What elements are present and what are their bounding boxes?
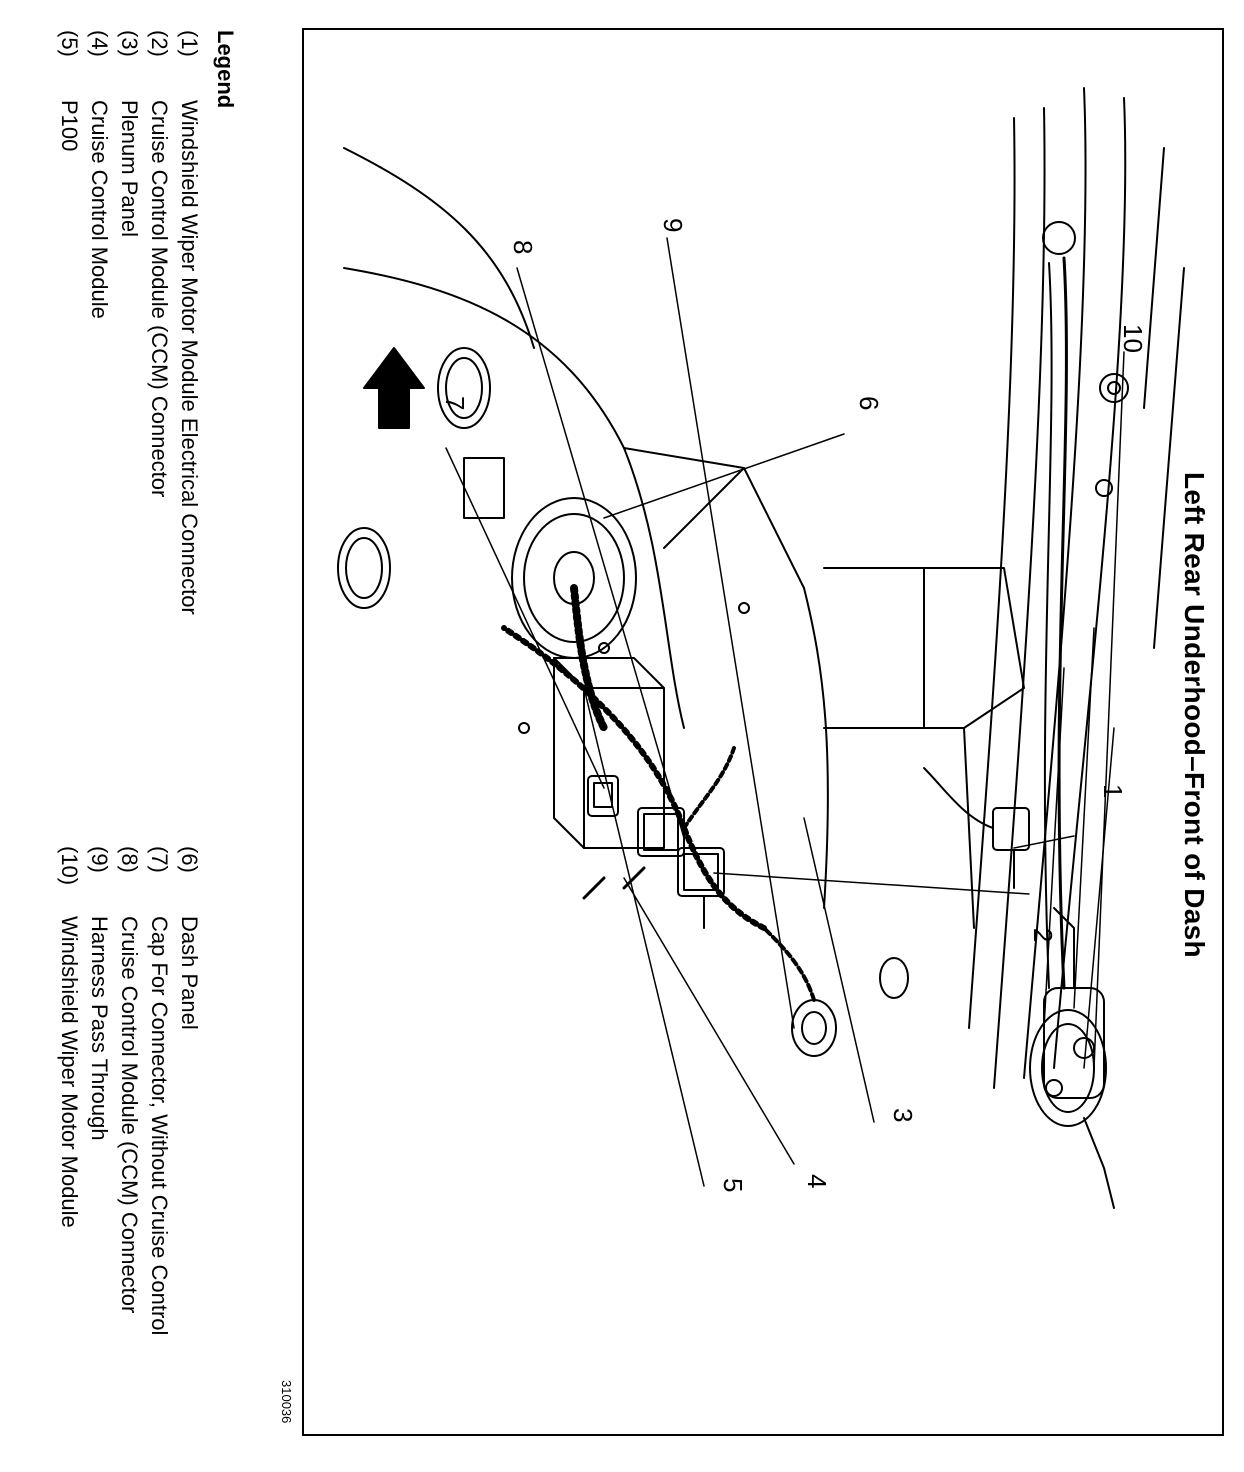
legend-number: (1) [177,30,202,57]
front-arrow-icon [363,347,425,429]
legend-item: (6) Dash Panel [174,846,204,1436]
legend-item: (1) Windshield Wiper Motor Module Electri… [174,30,204,810]
harness-pass-through [762,926,837,1057]
legend-item: (2) Cruise Control Module (CCM) Connector [144,30,174,810]
legend-text: Windshield Wiper Motor Module [57,916,82,1228]
legend-text: Cap For Connector, Without Cruise Contro… [147,916,172,1336]
legend-item: (9) Harness Pass Through [84,846,114,1436]
plenum-rails [968,87,1185,1089]
wiper-module-connector [923,767,1030,889]
cruise-control-module [553,657,665,900]
callout-10: 10 [1118,324,1148,353]
callout-5: 5 [718,1178,748,1192]
callout-2: 2 [1028,928,1058,942]
legend-number: (10) [57,846,82,886]
wiper-linkage [1042,221,1129,990]
callout-6: 6 [854,396,884,410]
legend-number: (3) [117,30,142,57]
legend-number: (5) [57,30,82,57]
legend-item: (4) Cruise Control Module [84,30,114,810]
connector-cap [587,775,619,817]
legend-text: Cruise Control Module (CCM) Connector [147,100,172,498]
callout-9: 9 [658,218,688,232]
legend-text: Cruise Control Module [87,100,112,319]
legend-number: (4) [87,30,112,57]
underhood-diagram: 1 2 3 4 5 6 7 8 9 10 [337,87,1185,1209]
legend-text: Harness Pass Through [87,916,112,1141]
wiring-harness [501,625,767,931]
legend-item: (7) Cap For Connector, Without Cruise Con… [144,846,174,1436]
legend-number: (6) [177,846,202,873]
leader-lines [445,237,1125,1187]
legend-text: Windshield Wiper Motor Module Electrical… [177,100,202,615]
legend-text: Plenum Panel [117,100,142,237]
legend-number: (2) [147,30,172,57]
ccm-connectors [637,807,725,929]
callout-4: 4 [802,1174,832,1188]
callout-8: 8 [508,240,538,254]
legend-text: Cruise Control Module (CCM) Connector [117,916,142,1314]
legend-item: (3) Plenum Panel [114,30,144,810]
callout-3: 3 [888,1108,918,1122]
legend-item: (10) Windshield Wiper Motor Module [54,846,84,1436]
dash-panel [337,147,829,909]
legend-heading: Legend [213,30,238,109]
legend-number: (9) [87,846,112,873]
p100-grommet [463,457,637,732]
legend-item: (8) Cruise Control Module (CCM) Connector [114,846,144,1436]
legend-number: (7) [147,846,172,873]
plenum-panel [823,567,1025,999]
legend-text: Dash Panel [177,916,202,1030]
legend-item: (5) P100 [54,30,84,810]
wiper-motor-module [1029,907,1115,1209]
callout-7: 7 [440,396,470,410]
legend-list-left: (1) Windshield Wiper Motor Module Electri… [54,30,204,810]
legend-number: (8) [117,846,142,873]
legend-list-right: (6) Dash Panel (7) Cap For Connector, With… [54,846,204,1436]
figure-id: 310036 [279,1380,294,1424]
callout-1: 1 [1098,784,1128,798]
legend-text: P100 [57,100,82,152]
